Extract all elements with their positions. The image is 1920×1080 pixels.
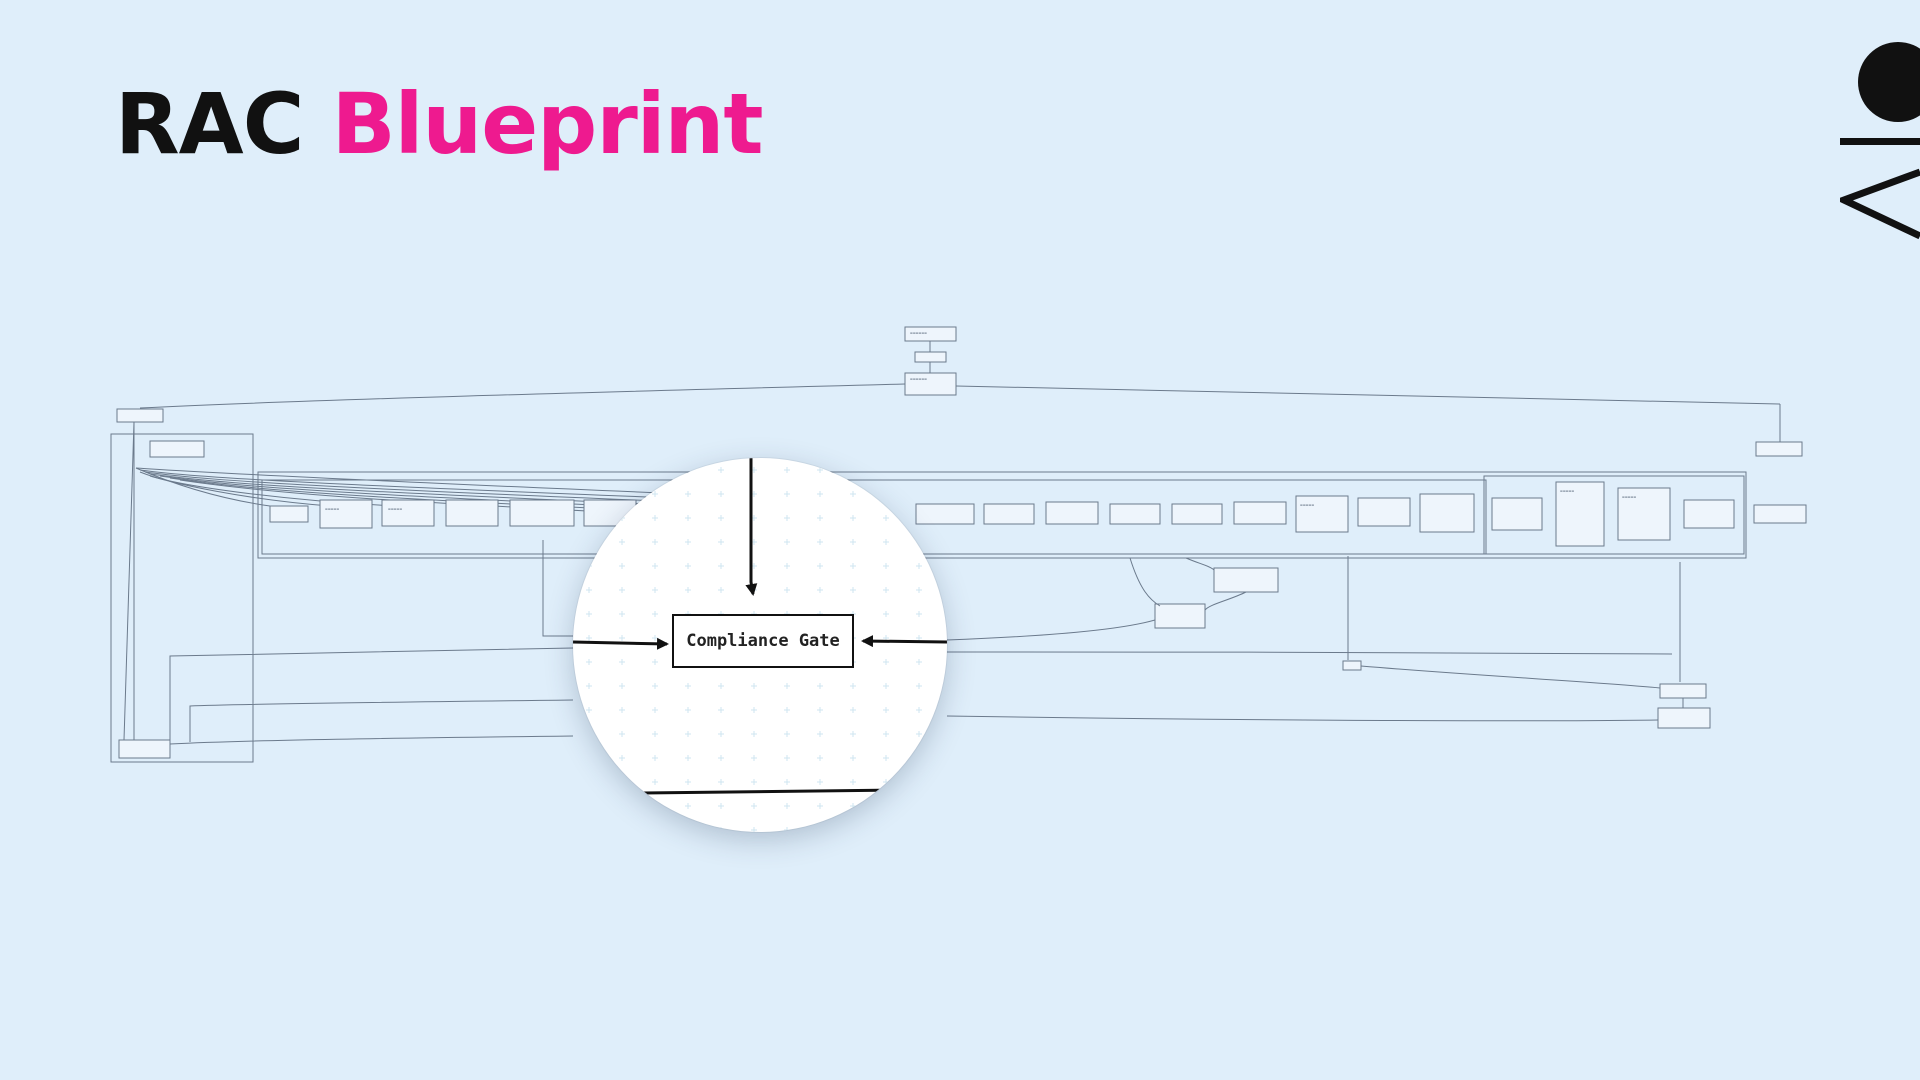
- svg-text:▬▬▬▬▬: ▬▬▬▬▬: [1300, 503, 1314, 507]
- compliance-gate-label: Compliance Gate: [686, 631, 840, 651]
- svg-text:▬▬▬▬▬▬: ▬▬▬▬▬▬: [910, 331, 927, 335]
- magnifier-lens: Compliance Gate: [573, 458, 947, 832]
- svg-text:▬▬▬▬▬: ▬▬▬▬▬: [1622, 495, 1636, 499]
- title-part-1: RAC: [115, 75, 304, 173]
- brand-logo-icon: [1840, 42, 1920, 240]
- svg-text:▬▬▬▬▬: ▬▬▬▬▬: [1560, 489, 1574, 493]
- svg-text:▬▬▬▬▬: ▬▬▬▬▬: [388, 507, 402, 511]
- page-title: RAC Blueprint: [115, 82, 763, 166]
- title-part-2: Blueprint: [331, 75, 764, 173]
- compliance-gate-node: Compliance Gate: [672, 614, 854, 668]
- svg-text:▬▬▬▬▬▬: ▬▬▬▬▬▬: [910, 377, 927, 381]
- svg-text:▬▬▬▬▬: ▬▬▬▬▬: [325, 507, 339, 511]
